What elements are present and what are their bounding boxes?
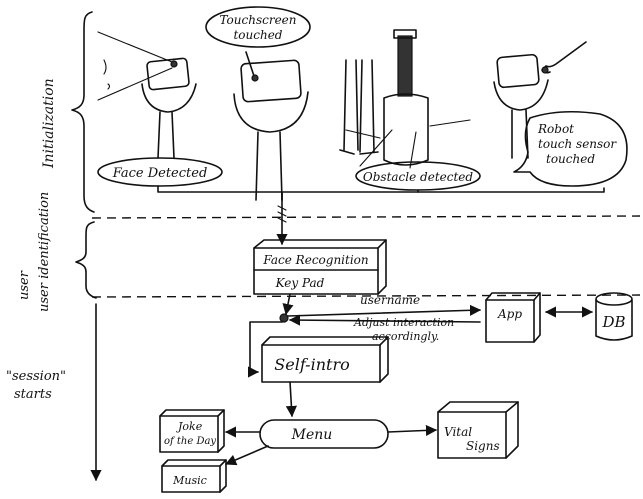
robot-touch-label-line1: Robot bbox=[537, 122, 574, 136]
face-detection-sketch bbox=[98, 32, 196, 158]
initialization-bracket bbox=[72, 12, 94, 212]
joke-of-the-day-box: Joke of the Day bbox=[160, 410, 224, 452]
user-identification-bracket bbox=[76, 222, 96, 298]
username-label: username bbox=[360, 293, 420, 307]
phase-label-starts: starts bbox=[14, 387, 52, 402]
joke-label-line2: of the Day bbox=[164, 436, 216, 447]
touchscreen-robot-sketch bbox=[234, 52, 308, 200]
self-intro-to-menu bbox=[290, 382, 292, 416]
self-intro-box: Self-intro bbox=[262, 337, 388, 382]
joke-label-line1: Joke bbox=[176, 420, 203, 433]
app-box: App bbox=[486, 293, 540, 342]
face-recognition-label: Face Recognition bbox=[262, 253, 368, 267]
app-label: App bbox=[497, 307, 522, 321]
obstacle-robot-sketch bbox=[340, 30, 470, 168]
key-pad-label: Key Pad bbox=[275, 276, 325, 290]
vital-label-line2: Signs bbox=[466, 439, 500, 453]
obstacle-detected-trigger: Obstacle detected bbox=[356, 162, 480, 190]
face-detected-label: Face Detected bbox=[112, 166, 208, 181]
face-detected-trigger: Face Detected bbox=[98, 158, 222, 186]
vital-signs-box: Vital Signs bbox=[438, 402, 518, 458]
phase-label-session: "session" bbox=[6, 369, 66, 384]
identification-to-junction bbox=[280, 294, 290, 322]
separator-init-identification bbox=[92, 216, 640, 218]
self-intro-label: Self-intro bbox=[274, 355, 349, 374]
db-cylinder: DB bbox=[596, 293, 632, 340]
identification-box: Face Recognition Key Pad bbox=[254, 240, 386, 294]
touchscreen-label-line1: Touchscreen bbox=[219, 13, 296, 27]
robot-touch-sensor-bubble: Robot touch sensor touched bbox=[514, 112, 627, 186]
phase-label-user-line1: user bbox=[17, 270, 32, 300]
phase-label-user-identification: user identification bbox=[37, 192, 52, 312]
menu-label: Menu bbox=[291, 427, 333, 443]
robot-touch-label-line2: touch sensor bbox=[538, 137, 617, 151]
db-label: DB bbox=[601, 313, 625, 331]
obstacle-detected-label: Obstacle detected bbox=[363, 170, 473, 184]
robot-touch-label-line3: touched bbox=[546, 152, 595, 166]
menu-node: Menu bbox=[260, 420, 388, 448]
username-link: username Adjust interaction accordingly. bbox=[288, 293, 480, 343]
phase-label-initialization: Initialization bbox=[41, 78, 57, 169]
adjust-interaction-label-line1: Adjust interaction bbox=[353, 316, 454, 329]
trigger-collector-bus bbox=[158, 186, 604, 244]
menu-to-vital-signs bbox=[388, 430, 436, 432]
music-box: Music bbox=[162, 460, 226, 492]
menu-to-music bbox=[226, 446, 268, 464]
music-label: Music bbox=[172, 474, 207, 487]
vital-label-line1: Vital bbox=[444, 425, 472, 439]
touchscreen-label-line2: touched bbox=[233, 28, 282, 42]
touchscreen-bubble: Touchscreen touched bbox=[206, 7, 310, 47]
